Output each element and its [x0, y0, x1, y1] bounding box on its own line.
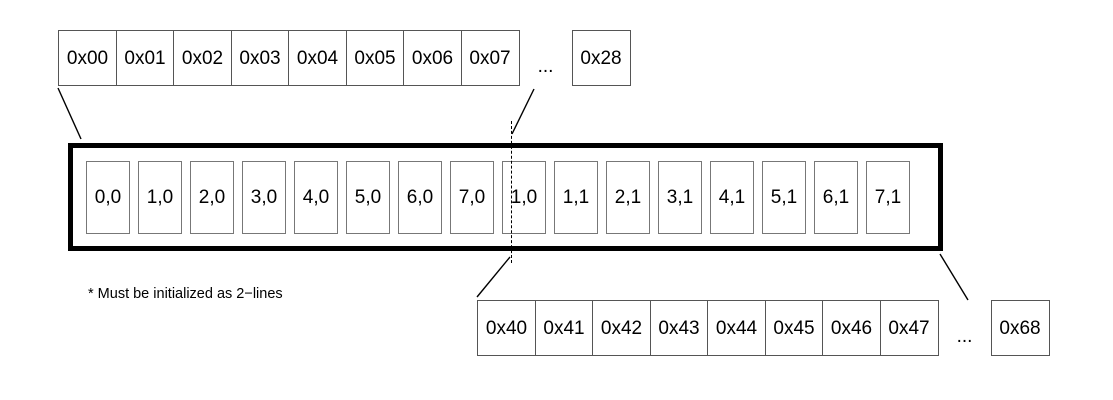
initialization-note: * Must be initialized as 2−lines: [88, 286, 283, 302]
word-cell: 7,0: [450, 161, 494, 234]
connector-bottom-right: [939, 253, 969, 301]
word-cell: 6,0: [398, 161, 442, 234]
top-address-cell: 0x07: [460, 30, 520, 86]
top-address-cell: 0x06: [403, 30, 462, 86]
word-cell: 5,0: [346, 161, 390, 234]
bottom-address-cell: 0x45: [764, 300, 824, 356]
bottom-address-cell: 0x41: [534, 300, 594, 356]
bottom-address-strip: 0x40 0x41 0x42 0x43 0x44 0x45 0x46 0x47 …: [477, 300, 1050, 356]
bottom-address-cell: 0x47: [879, 300, 939, 356]
top-address-cell: 0x04: [288, 30, 347, 86]
word-cell: 0,0: [86, 161, 130, 234]
top-address-cell-last: 0x28: [571, 30, 631, 86]
top-address-cell: 0x01: [115, 30, 175, 86]
word-cell: 4,0: [294, 161, 338, 234]
word-cell: 1,0: [502, 161, 546, 234]
bottom-address-cell: 0x46: [822, 300, 881, 356]
top-address-cell: 0x03: [230, 30, 290, 86]
word-cell: 5,1: [762, 161, 806, 234]
word-cell: 2,0: [190, 161, 234, 234]
top-address-cell: 0x05: [345, 30, 405, 86]
top-address-strip: 0x00 0x01 0x02 0x03 0x04 0x05 0x06 0x07 …: [58, 30, 631, 86]
bottom-address-cell: 0x44: [707, 300, 766, 356]
word-cell: 4,1: [710, 161, 754, 234]
word-cell: 2,1: [606, 161, 650, 234]
line-split-divider: [511, 121, 512, 263]
word-cell: 3,0: [242, 161, 286, 234]
word-cell: 3,1: [658, 161, 702, 234]
bottom-address-cell-last: 0x68: [990, 300, 1050, 356]
bottom-address-cell: 0x42: [592, 300, 651, 356]
word-cell: 7,1: [866, 161, 910, 234]
top-address-ellipsis: ...: [537, 56, 554, 77]
top-address-cell: 0x00: [58, 30, 117, 86]
connector-top-left: [57, 87, 82, 140]
cache-line-word-row: 0,0 1,0 2,0 3,0 4,0 5,0 6,0 7,0 1,0 1,1 …: [86, 161, 910, 234]
bottom-address-ellipsis: ...: [956, 326, 973, 347]
connector-bottom-left: [476, 256, 511, 298]
connector-top-right: [511, 88, 535, 135]
word-cell: 1,0: [138, 161, 182, 234]
bottom-address-cell: 0x43: [649, 300, 709, 356]
word-cell: 1,1: [554, 161, 598, 234]
bottom-address-cell: 0x40: [477, 300, 536, 356]
word-cell: 6,1: [814, 161, 858, 234]
top-address-cell: 0x02: [173, 30, 232, 86]
